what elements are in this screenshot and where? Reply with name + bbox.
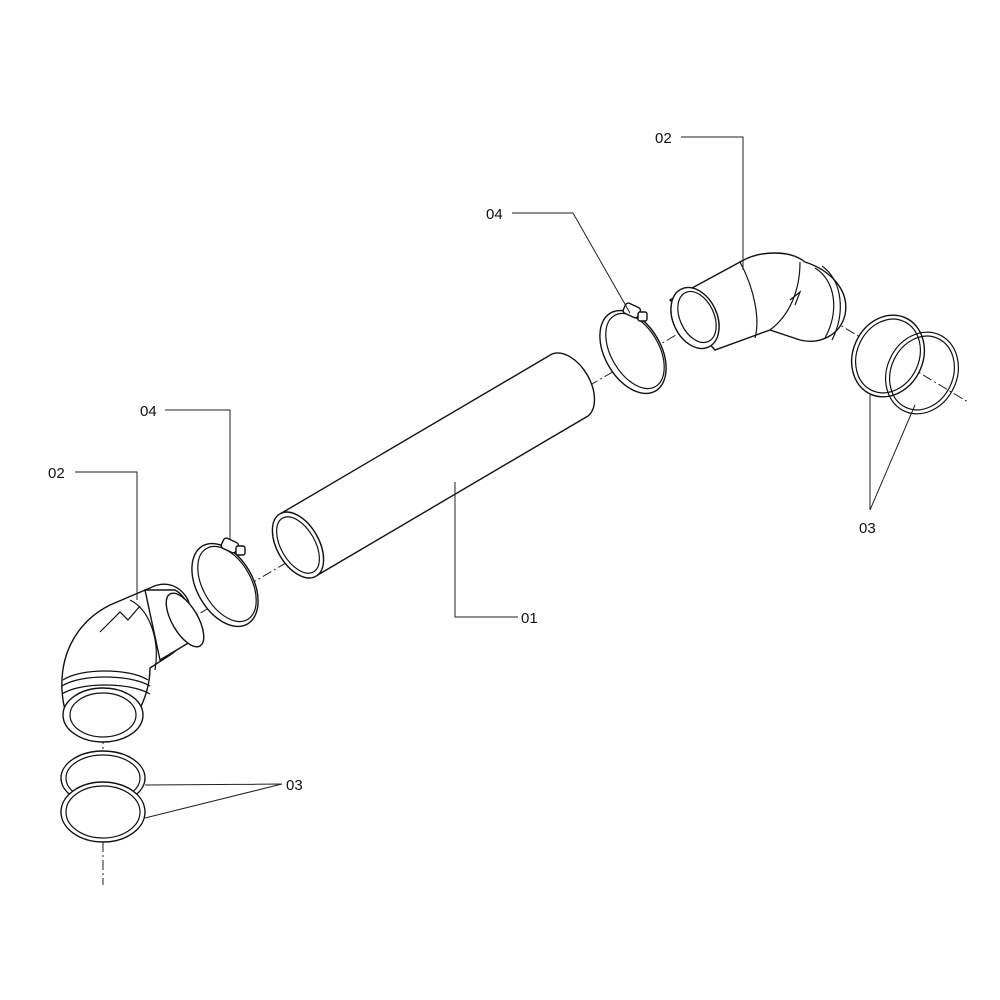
- pipe-part-01: [271, 352, 596, 579]
- leader-03-right: [869, 395, 916, 511]
- label-04-left: 04: [140, 403, 157, 420]
- label-02-left: 02: [48, 465, 65, 482]
- center-axis-right: [814, 309, 969, 403]
- leader-02-left: [75, 471, 138, 600]
- leader-03-left: [144, 783, 283, 819]
- leader-04-right: [512, 212, 631, 314]
- label-02-right: 02: [655, 130, 672, 147]
- seals-right-part-03: [850, 314, 959, 415]
- clamp-left-part-04: [191, 537, 259, 628]
- elbow-right-part-02: [668, 252, 847, 351]
- leader-04-left: [165, 409, 231, 540]
- seals-left-part-03: [60, 750, 146, 843]
- label-03-right: 03: [859, 520, 876, 537]
- label-04-right: 04: [486, 206, 503, 223]
- elbow-left-part-02: [61, 583, 205, 743]
- leader-01: [454, 482, 518, 618]
- label-03-left: 03: [286, 777, 303, 794]
- leader-02-right: [681, 136, 744, 270]
- clamp-right-part-04: [599, 302, 667, 395]
- label-01: 01: [521, 610, 538, 627]
